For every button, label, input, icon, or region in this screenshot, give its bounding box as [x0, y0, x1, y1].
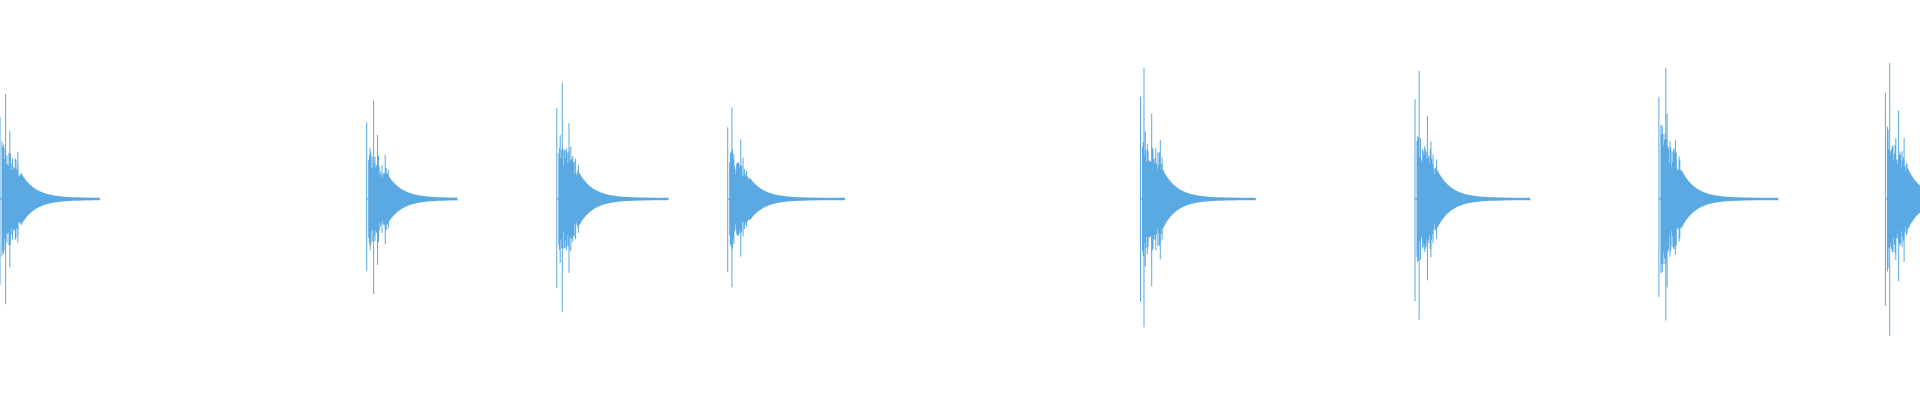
waveform-hits	[0, 62, 1920, 336]
waveform-hit	[1414, 71, 1531, 320]
waveform-hit	[727, 107, 845, 288]
waveform-hit	[556, 82, 669, 312]
waveform-hit	[366, 100, 458, 294]
waveform-hit	[1884, 62, 1920, 336]
waveform-hit	[0, 94, 100, 305]
waveform-hit	[1658, 67, 1779, 321]
waveform-hit	[1140, 67, 1256, 328]
